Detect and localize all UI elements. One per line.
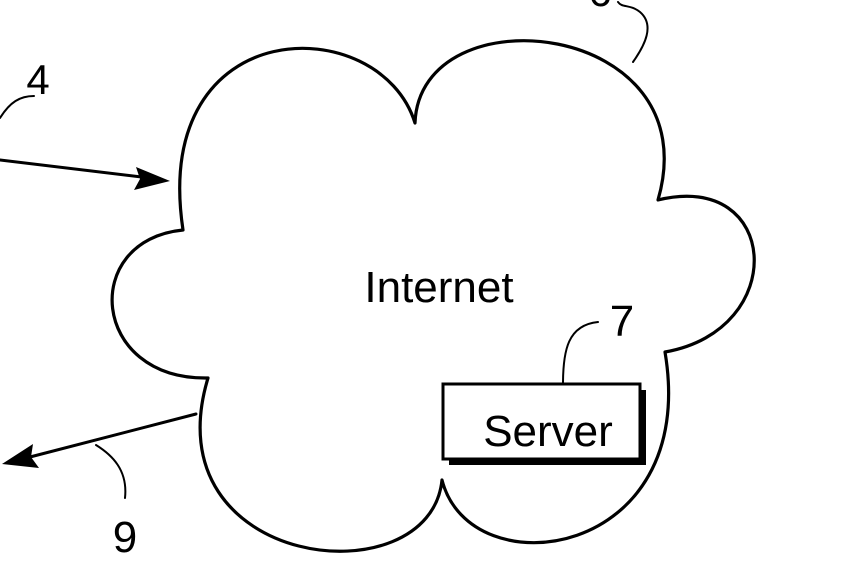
ref-9-label: 9	[113, 513, 137, 562]
output-arrow-group: 9	[2, 412, 198, 562]
internet-cloud	[110, 39, 756, 553]
input-arrow-head	[134, 167, 170, 190]
output-arrow-line	[28, 412, 198, 459]
server-label: Server	[483, 407, 613, 456]
ref-6-label: 6	[588, 0, 611, 15]
output-arrow-head	[2, 444, 39, 468]
input-arrow-group: 4	[0, 56, 170, 190]
ref-6-leader	[617, 1, 649, 63]
ref-4-leader	[0, 95, 35, 119]
server-group: Server 7	[441, 297, 646, 465]
ref-6-group: 6	[588, 0, 649, 63]
ref-4-label: 4	[26, 56, 49, 103]
input-arrow-line	[0, 158, 152, 180]
ref-7-label: 7	[610, 297, 634, 346]
internet-label: Internet	[364, 263, 513, 312]
ref-7-leader	[562, 321, 599, 385]
ref-9-leader	[95, 444, 127, 499]
server-box	[441, 382, 642, 461]
